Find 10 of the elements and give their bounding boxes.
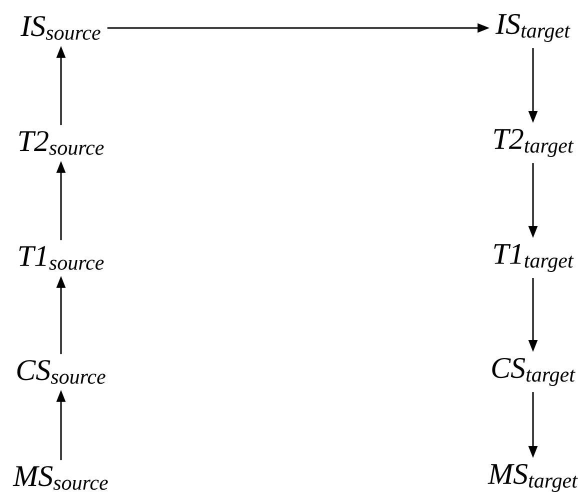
text-label: IS$_{source}$ [20, 16, 100, 40]
text-label: T1$_{target}$ [494, 244, 574, 272]
text-label: CS$_{source}$ [17, 360, 106, 384]
text-label: T2$_{target}$ [494, 128, 574, 158]
text-label: T2$_{source}$ [19, 131, 104, 155]
text-label: MS$_{source}$ [12, 466, 108, 490]
text-label: IS$_{target}$ [495, 14, 570, 42]
text-label: T1$_{source}$ [19, 246, 104, 270]
text-label: CS$_{target}$ [492, 358, 576, 386]
text-label: MS$_{target}$ [488, 464, 578, 492]
